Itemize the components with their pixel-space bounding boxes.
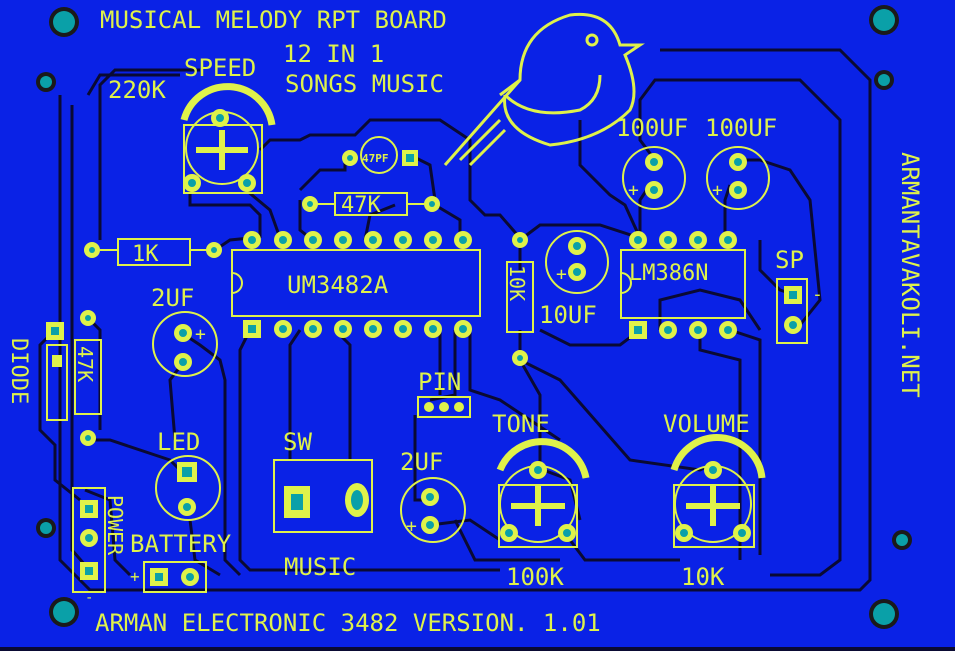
- r10k-v-label: 10K: [505, 265, 529, 301]
- cap2uf-bottom-plus: +: [406, 516, 417, 537]
- cap2uf-left-plus: +: [195, 324, 206, 345]
- diode-band: [52, 355, 62, 367]
- r1k-label: 1K: [132, 242, 159, 267]
- cap2uf-left-label: 2UF: [151, 284, 194, 312]
- cap100uf-b-label: 100UF: [705, 114, 777, 142]
- ic1-label: UM3482A: [287, 271, 389, 299]
- r100k-label: 100K: [506, 563, 564, 591]
- cap47pf-label: 47PF: [362, 152, 389, 165]
- mounting-holes: [36, 5, 912, 629]
- songs-line1: 12 IN 1: [283, 40, 384, 68]
- cap100uf-a-plus: +: [628, 180, 639, 201]
- r10k-bottom-label: 10K: [681, 563, 725, 591]
- power-label: POWER: [103, 495, 127, 556]
- board-title: MUSICAL MELODY RPT BOARD: [100, 6, 447, 34]
- battery-plus: +: [130, 567, 140, 586]
- footer-text: ARMAN ELECTRONIC 3482 VERSION. 1.01: [95, 609, 601, 637]
- pads: [46, 109, 802, 586]
- bird-logo: [443, 12, 645, 167]
- cap2uf-bottom-label: 2UF: [400, 448, 443, 476]
- r47k-top-label: 47K: [341, 193, 381, 218]
- cap10uf-label: 10UF: [539, 301, 597, 329]
- website-label: ARMANTAVAKOLI.NET: [896, 152, 924, 398]
- volume-label: VOLUME: [663, 410, 750, 438]
- sw-label: SW: [283, 428, 312, 456]
- music-label: MUSIC: [284, 553, 356, 581]
- led-label: LED: [157, 428, 200, 456]
- tone-label: TONE: [492, 410, 550, 438]
- battery-label: BATTERY: [130, 530, 232, 558]
- pin-label: PIN: [418, 368, 461, 396]
- ic2-label: LM386N: [629, 261, 708, 286]
- cap10uf-plus: +: [556, 264, 567, 285]
- pot-arcs: [180, 83, 766, 479]
- sp-label: SP: [775, 246, 804, 274]
- power-minus: -: [85, 590, 93, 606]
- cap100uf-a-label: 100UF: [616, 114, 688, 142]
- pot-crosses: [196, 130, 740, 526]
- songs-line2: SONGS MUSIC: [285, 70, 444, 98]
- diode-label: DIODE: [6, 338, 31, 404]
- speed-label: SPEED: [184, 54, 256, 82]
- r47k-v-label: 47K: [73, 346, 97, 382]
- r220k-label: 220K: [108, 76, 166, 104]
- cap100uf-b-plus: +: [712, 180, 723, 201]
- sp-minus: -: [812, 284, 823, 305]
